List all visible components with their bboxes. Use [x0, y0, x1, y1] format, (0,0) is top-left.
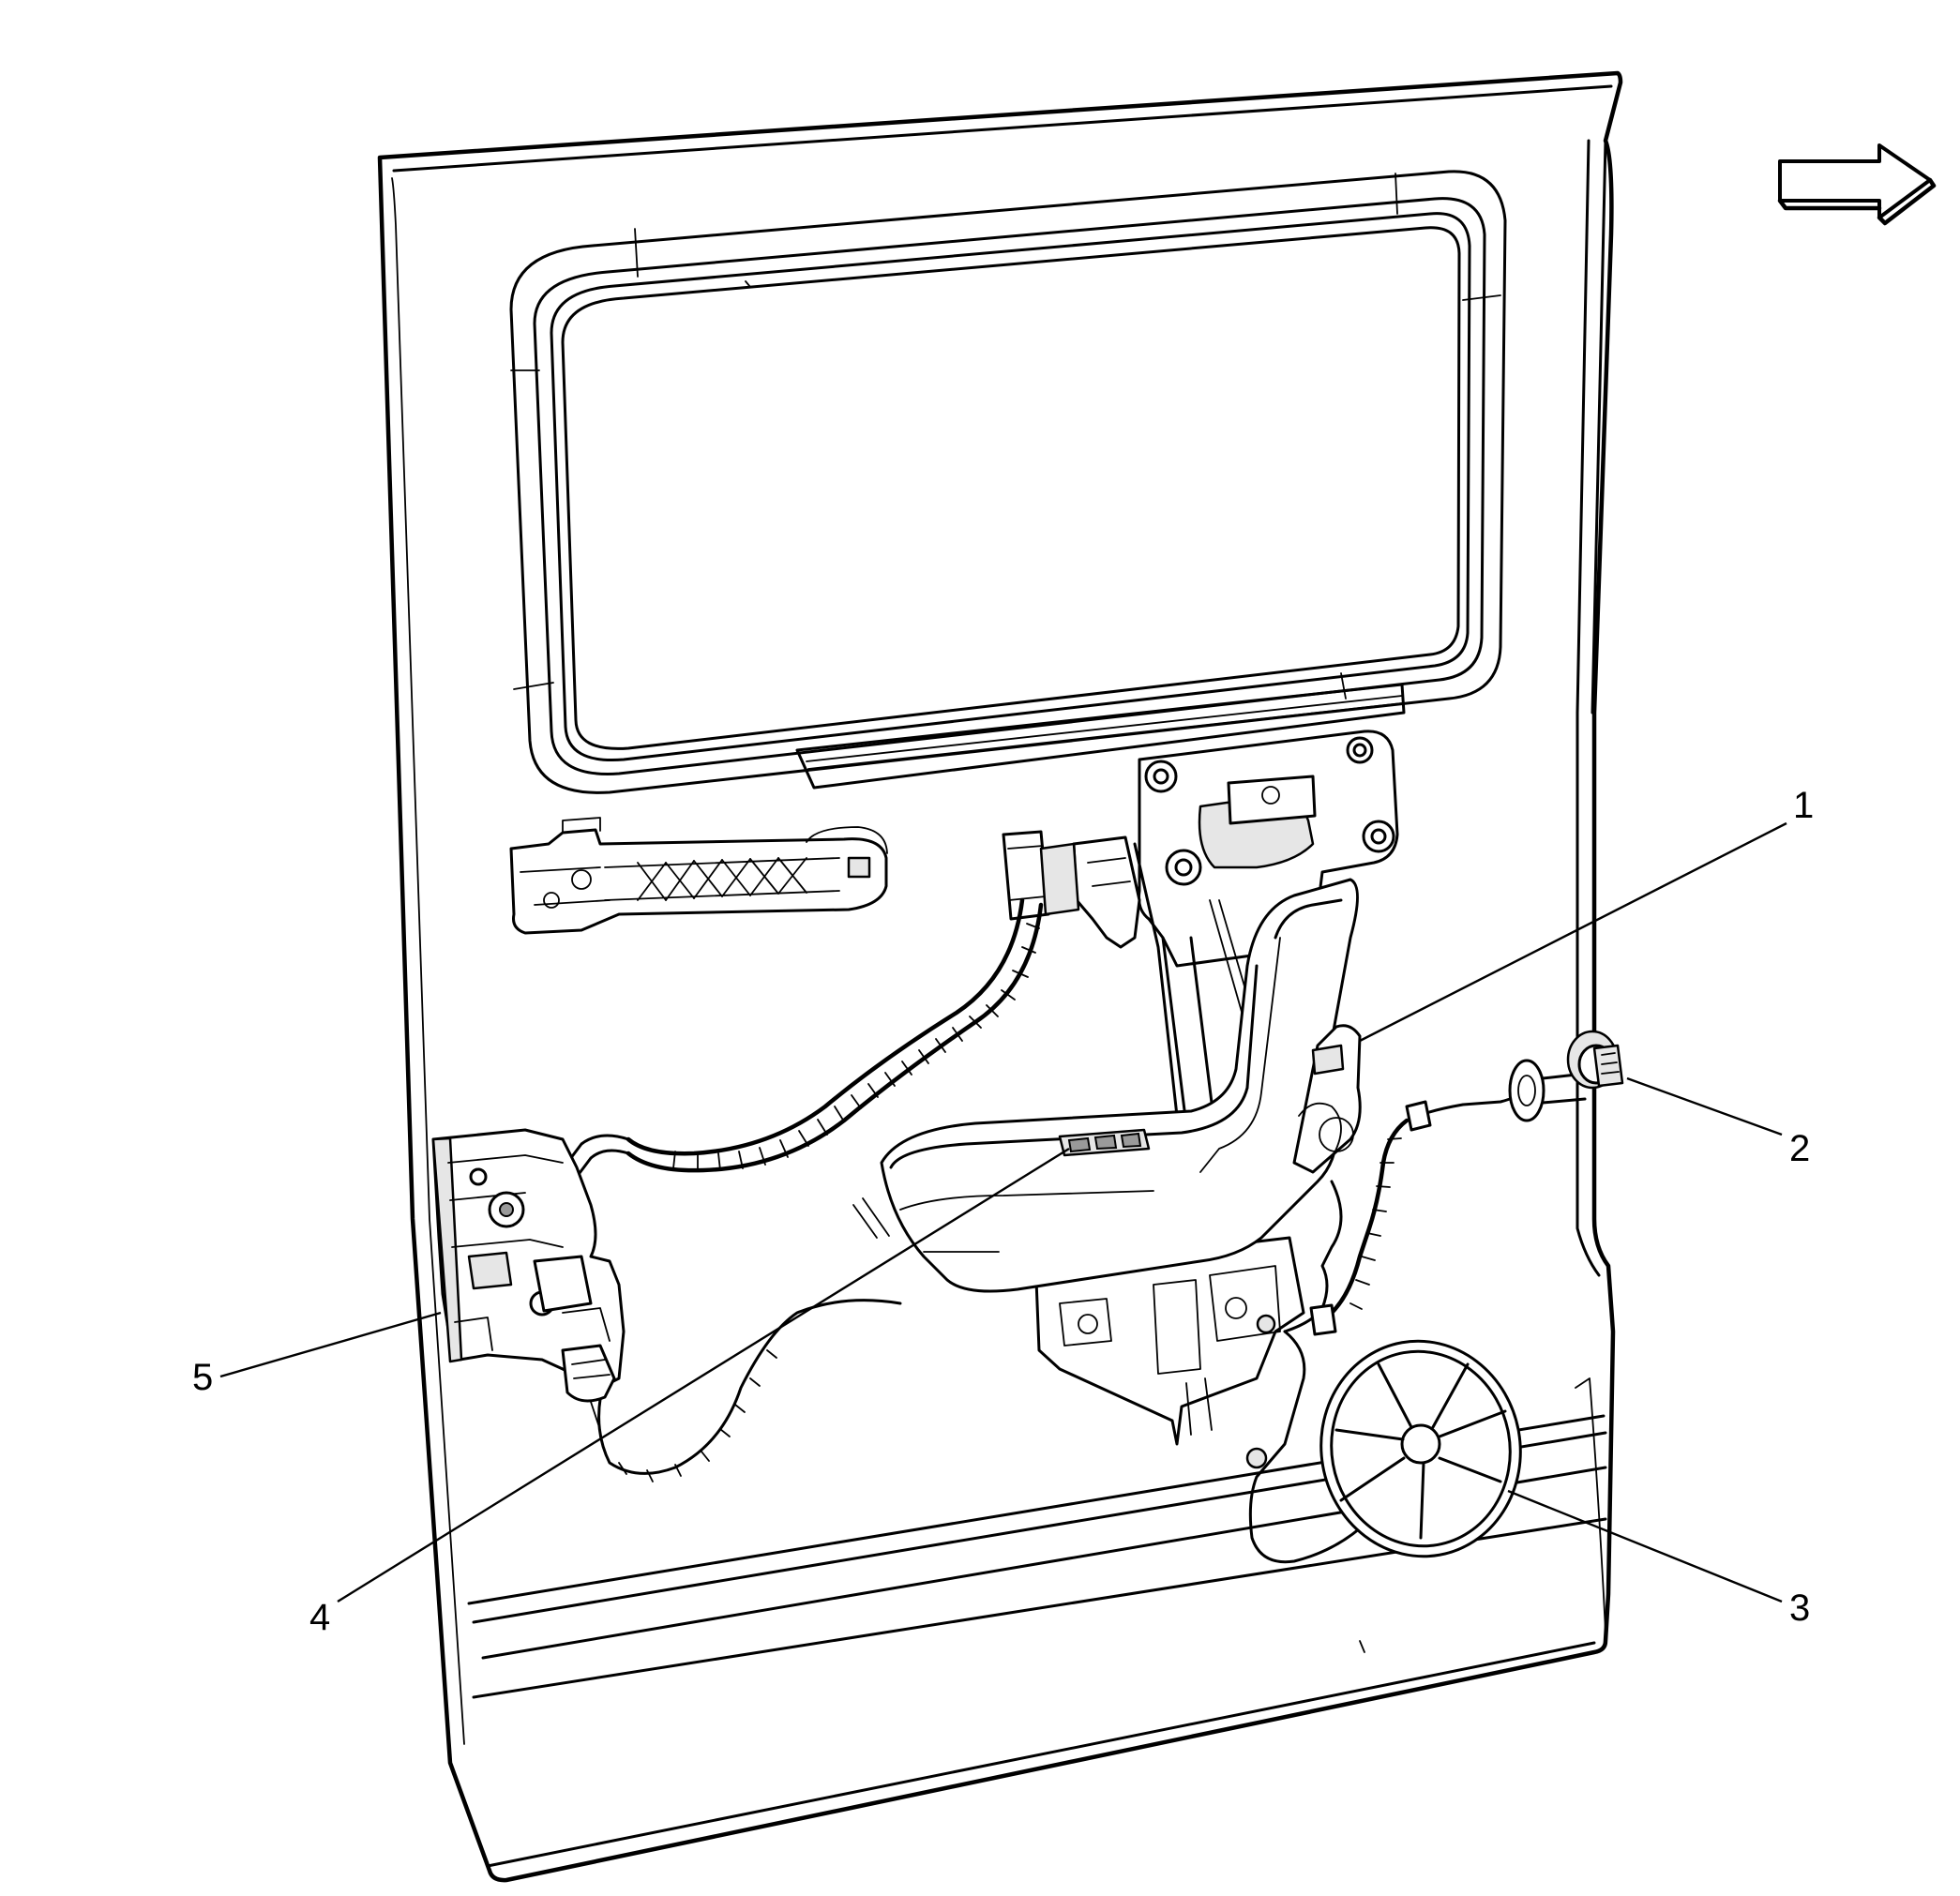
- window-frame: [509, 170, 1507, 794]
- outside-handle: [509, 817, 888, 935]
- callout-5: 5: [192, 1357, 213, 1398]
- door-latch: [431, 1128, 626, 1431]
- callout-1: 1: [1793, 785, 1814, 826]
- inside-handle-bezel: [852, 878, 1362, 1293]
- callout-4: 4: [309, 1597, 330, 1638]
- leader-5: [219, 1311, 442, 1378]
- leader-1: [1359, 821, 1787, 1043]
- callout-3: 3: [1789, 1588, 1810, 1629]
- door-panel: [377, 70, 1623, 1883]
- callout-2: 2: [1789, 1128, 1810, 1169]
- window-regulator: [1002, 730, 1399, 1446]
- callout-labels: 1 2 3 4 5: [192, 785, 1814, 1638]
- access-hole-cover: [1319, 1339, 1522, 1558]
- wire-harness: [565, 897, 1530, 1564]
- wiring-connector: [1508, 1030, 1624, 1122]
- leader-lines: [219, 821, 1787, 1603]
- leader-4: [337, 1147, 1070, 1603]
- forward-arrow-icon: [1777, 143, 1937, 226]
- switch: [1058, 1128, 1151, 1157]
- leader-3: [1507, 1489, 1783, 1603]
- leader-2: [1626, 1076, 1783, 1136]
